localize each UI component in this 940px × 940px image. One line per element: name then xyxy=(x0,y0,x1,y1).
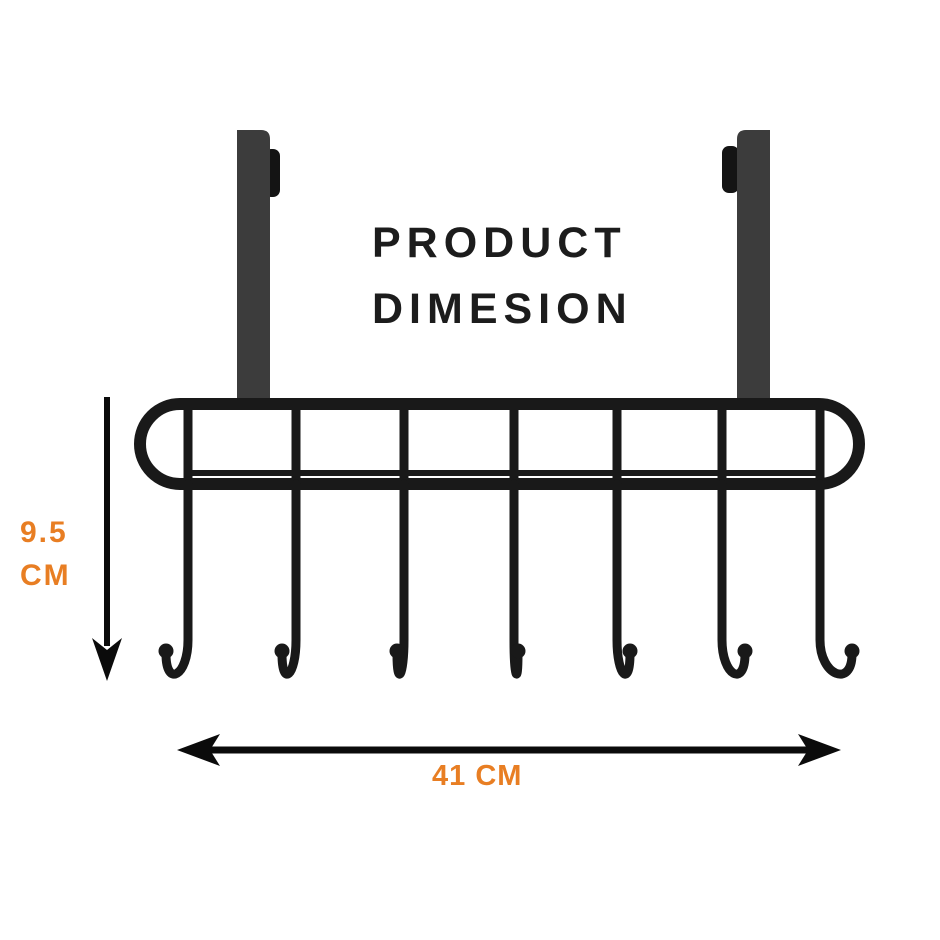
door-bracket-left-strap xyxy=(237,130,270,404)
door-bracket-left xyxy=(237,130,280,404)
width-dimension-label: 41 CM xyxy=(432,760,523,792)
title-line-2: DIMESION xyxy=(372,285,633,333)
door-bracket-right xyxy=(722,130,770,404)
hook-ball-tip xyxy=(622,643,638,659)
hook xyxy=(717,479,750,679)
rail-frame xyxy=(134,398,865,490)
hook xyxy=(277,479,301,679)
height-arrow xyxy=(92,397,122,681)
width-arrow-head-left-icon xyxy=(177,734,220,766)
height-arrow-head-down-icon xyxy=(92,638,122,681)
hook-ball-tip xyxy=(737,643,753,659)
hook xyxy=(509,479,523,679)
hook-ball-tip xyxy=(389,643,405,659)
hooks xyxy=(158,479,860,679)
height-unit: CM xyxy=(20,559,71,592)
height-dimension-label: 9.5 CM xyxy=(20,511,71,597)
hook-ball-tip xyxy=(844,643,860,659)
height-value: 9.5 xyxy=(20,516,68,549)
hook xyxy=(392,479,409,679)
hook xyxy=(612,479,635,679)
hook-ball-tip xyxy=(158,643,174,659)
width-arrow-head-right-icon xyxy=(798,734,841,766)
hook-ball-tip xyxy=(274,643,290,659)
hook xyxy=(161,479,193,679)
hook-ball-tip xyxy=(510,643,526,659)
rail-dividers xyxy=(183,404,825,484)
door-bracket-right-strap xyxy=(737,130,770,404)
hook xyxy=(815,479,857,679)
width-arrow xyxy=(177,734,841,766)
title-line-1: PRODUCT xyxy=(372,219,627,267)
product-title: PRODUCT DIMESION xyxy=(372,210,633,342)
door-bracket-right-hook xyxy=(722,146,739,193)
